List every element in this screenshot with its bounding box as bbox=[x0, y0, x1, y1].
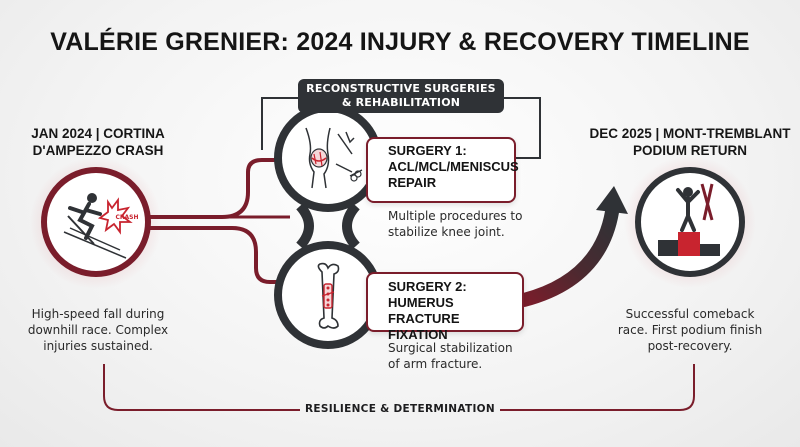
skier-crash-icon bbox=[63, 193, 133, 259]
crash-desc-line-2: downhill race. Complex bbox=[27, 323, 169, 337]
surgery1-desc-line-2: stabilize knee joint. bbox=[388, 225, 505, 239]
surgery1-heading: SURGERY 1: ACL/MCL/MENISCUS REPAIR bbox=[388, 143, 519, 191]
surgeries-banner: RECONSTRUCTIVE SURGERIES & REHABILITATIO… bbox=[298, 79, 504, 113]
surgery1-card bbox=[366, 137, 516, 203]
progress-arrow-head bbox=[596, 186, 628, 214]
surgery1-desc-line-1: Multiple procedures to bbox=[388, 209, 523, 223]
progress-arrow-path bbox=[517, 205, 619, 307]
crash-desc-line-1: High-speed fall during bbox=[31, 307, 165, 321]
crash-badge: CRASH bbox=[115, 214, 139, 221]
crash-description: High-speed fall during downhill race. Co… bbox=[8, 306, 188, 354]
podium-heading-line-1: DEC 2025 | MONT-TREMBLANT bbox=[589, 126, 791, 141]
page-title: VALÉRIE GRENIER: 2024 INJURY & RECOVERY … bbox=[50, 28, 750, 56]
surgery2-desc-line-2: of arm fracture. bbox=[388, 357, 483, 371]
crash-desc-line-3: injuries sustained. bbox=[43, 339, 153, 353]
podium-heading-line-2: PODIUM RETURN bbox=[633, 143, 747, 158]
surgery2-desc-line-1: Surgical stabilization bbox=[388, 341, 513, 355]
surgery1-description: Multiple procedures to stabilize knee jo… bbox=[388, 208, 548, 240]
bottom-bracket bbox=[103, 364, 695, 411]
banner-line-2: & REHABILITATION bbox=[341, 96, 461, 109]
crash-heading: JAN 2024 | CORTINA D'AMPEZZO CRASH bbox=[12, 125, 184, 159]
surgery2-description: Surgical stabilization of arm fracture. bbox=[388, 340, 548, 372]
podium-desc-line-1: Successful comeback bbox=[625, 307, 755, 321]
podium-desc-line-2: race. First podium finish bbox=[617, 323, 763, 337]
podium-heading: DEC 2025 | MONT-TREMBLANT PODIUM RETURN bbox=[586, 125, 794, 159]
surgery2-heading: SURGERY 2: HUMERUS FRACTURE FIXATION bbox=[388, 279, 524, 343]
surgery2-heading-line-1: SURGERY 2: bbox=[388, 279, 467, 294]
podium-trophy-icon bbox=[658, 183, 720, 256]
crash-heading-line-2: D'AMPEZZO CRASH bbox=[32, 143, 164, 158]
banner-line-1: RECONSTRUCTIVE SURGERIES bbox=[306, 82, 496, 95]
crash-connector bbox=[148, 158, 290, 219]
surgery2-heading-line-3: FIXATION bbox=[388, 327, 448, 342]
surgery1-heading-line-3: REPAIR bbox=[388, 175, 437, 190]
surgery1-heading-line-2: ACL/MCL/MENISCUS bbox=[388, 159, 519, 174]
crash-circle bbox=[41, 167, 151, 277]
footer-caption: RESILIENCE & DETERMINATION bbox=[305, 403, 495, 415]
podium-desc-line-3: post-recovery. bbox=[647, 339, 733, 353]
surgery2-heading-line-2: HUMERUS FRACTURE bbox=[388, 295, 460, 326]
crash-heading-line-1: JAN 2024 | CORTINA bbox=[31, 126, 165, 141]
surgery1-heading-line-1: SURGERY 1: bbox=[388, 143, 467, 158]
knee-icon bbox=[305, 127, 363, 189]
surgery2-card bbox=[366, 272, 524, 332]
surgery-link bbox=[296, 202, 360, 250]
humerus-bone-icon bbox=[317, 262, 340, 329]
podium-description: Successful comeback race. First podium f… bbox=[600, 306, 780, 354]
